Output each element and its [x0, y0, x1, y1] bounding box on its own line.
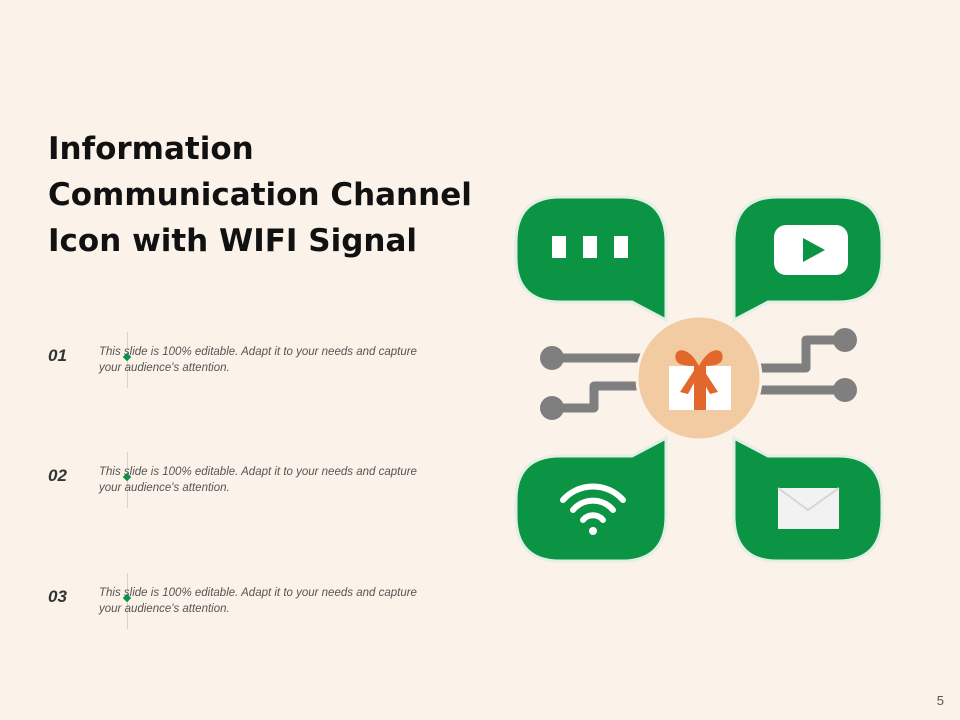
envelope-icon — [777, 487, 840, 529]
item-number: 03 — [48, 587, 67, 606]
list-item-03: 03 This slide is 100% editable. Adapt it… — [48, 573, 428, 629]
bubble-top-left — [514, 195, 668, 323]
list-item-01: 01 This slide is 100% editable. Adapt it… — [48, 332, 428, 388]
circuit-line-right-top — [753, 335, 850, 373]
page-number: 5 — [936, 693, 944, 708]
item-number: 02 — [48, 466, 67, 485]
circuit-nodes — [540, 328, 857, 420]
gift-icon — [669, 350, 731, 410]
circuit-node — [540, 346, 564, 370]
item-text: This slide is 100% editable. Adapt it to… — [99, 587, 417, 615]
chat-dots-icon — [552, 236, 628, 258]
bubble-top-right — [732, 195, 884, 323]
list-item-02: 02 This slide is 100% editable. Adapt it… — [48, 452, 428, 508]
bubble-bottom-left — [514, 435, 668, 563]
wifi-icon — [560, 483, 626, 535]
circuit-node — [833, 378, 857, 402]
title-line-1: Information — [48, 131, 254, 167]
item-text: This slide is 100% editable. Adapt it to… — [99, 466, 417, 494]
circuit-node — [833, 328, 857, 352]
center-hub — [635, 314, 763, 442]
circuit-lines — [547, 335, 850, 413]
slide-title: Information Communication Channel Icon w… — [48, 126, 488, 264]
title-line-2: Communication Channel — [48, 177, 472, 213]
item-number: 01 — [48, 346, 67, 365]
video-play-icon — [774, 225, 848, 275]
item-text: This slide is 100% editable. Adapt it to… — [99, 346, 417, 374]
title-line-3: Icon with WIFI Signal — [48, 223, 418, 259]
bubble-bottom-right — [732, 435, 884, 563]
circuit-node — [540, 396, 564, 420]
circuit-line-left-bottom — [547, 381, 645, 413]
